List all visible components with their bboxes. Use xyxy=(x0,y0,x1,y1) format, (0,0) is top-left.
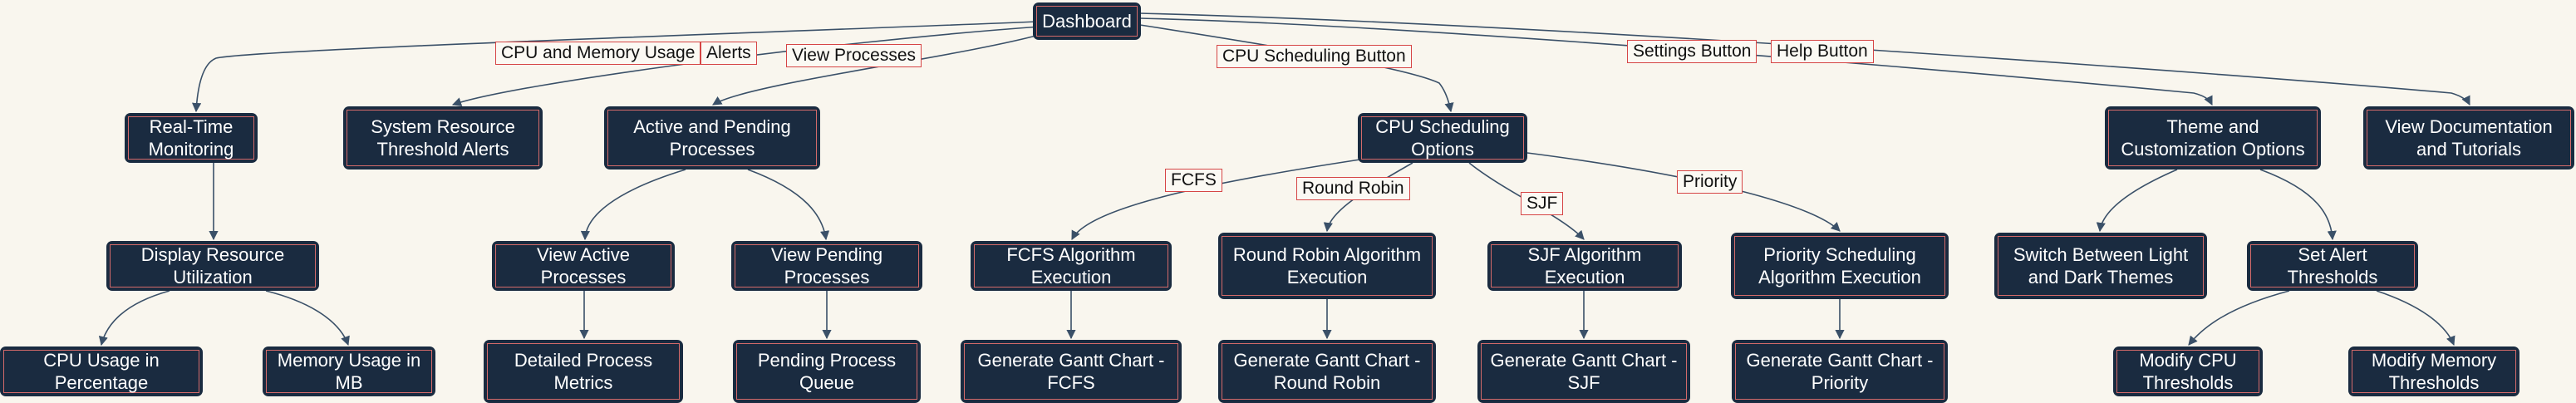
edge-dashboard-docs xyxy=(1139,12,2470,106)
node-detailed-metrics[interactable]: Detailed Process Metrics xyxy=(484,340,683,403)
edge-label-fcfs: FCFS xyxy=(1165,169,1222,192)
node-pending-queue[interactable]: Pending Process Queue xyxy=(733,340,921,403)
node-documentation[interactable]: View Documentation and Tutorials xyxy=(2363,106,2574,170)
edge-display-cpupct xyxy=(98,290,170,346)
node-threshold-alerts[interactable]: System Resource Threshold Alerts xyxy=(343,106,543,170)
node-documentation-label: View Documentation and Tutorials xyxy=(2385,116,2553,160)
node-cpu-scheduling-label: CPU Scheduling Options xyxy=(1375,116,1510,160)
edge-label-help-button: Help Button xyxy=(1771,40,1874,63)
edge-label-cpu-memory-usage: CPU and Memory Usage xyxy=(495,42,701,65)
node-sjf-execution[interactable]: SJF Algorithm Execution xyxy=(1487,241,1682,291)
edge-dashboard-cpusched xyxy=(1139,24,1454,113)
edge-label-cpu-scheduling-button: CPU Scheduling Button xyxy=(1217,45,1412,68)
node-dashboard-label: Dashboard xyxy=(1042,11,1132,32)
node-active-pending-label: Active and Pending Processes xyxy=(633,116,791,160)
edge-label-settings-button: Settings Button xyxy=(1627,40,1757,63)
edge-cpusched-fcfs xyxy=(1071,157,1372,240)
node-sjf-execution-label: SJF Algorithm Execution xyxy=(1527,244,1642,288)
edge-label-round-robin: Round Robin xyxy=(1296,177,1410,200)
node-theme-options-label: Theme and Customization Options xyxy=(2121,116,2305,160)
node-active-pending[interactable]: Active and Pending Processes xyxy=(604,106,820,170)
node-gantt-priority[interactable]: Generate Gantt Chart - Priority xyxy=(1732,340,1948,403)
node-detailed-metrics-label: Detailed Process Metrics xyxy=(514,350,653,393)
node-gantt-rr[interactable]: Generate Gantt Chart - Round Robin xyxy=(1218,340,1436,403)
node-display-utilization-label: Display Resource Utilization xyxy=(140,244,285,288)
node-realtime-monitoring[interactable]: Real-Time Monitoring xyxy=(125,113,258,163)
edge-dashboard-active xyxy=(712,32,1046,106)
node-priority-execution[interactable]: Priority Scheduling Algorithm Execution xyxy=(1731,233,1949,299)
node-gantt-sjf-label: Generate Gantt Chart - SJF xyxy=(1490,350,1678,393)
node-fcfs-execution-label: FCFS Algorithm Execution xyxy=(1006,244,1136,288)
edge-label-priority: Priority xyxy=(1677,170,1743,194)
node-display-utilization[interactable]: Display Resource Utilization xyxy=(106,241,319,291)
edge-label-alerts: Alerts xyxy=(701,42,757,65)
edge-active-viewactive xyxy=(580,169,686,241)
node-modify-cpu-label: Modify CPU Thresholds xyxy=(2139,350,2237,393)
edge-setalert-modcpu xyxy=(2188,290,2290,346)
node-modify-cpu[interactable]: Modify CPU Thresholds xyxy=(2113,346,2263,396)
edge-setalert-modmem xyxy=(2376,290,2456,346)
node-rr-execution[interactable]: Round Robin Algorithm Execution xyxy=(1218,233,1436,299)
node-pending-queue-label: Pending Process Queue xyxy=(757,350,897,393)
node-view-pending[interactable]: View Pending Processes xyxy=(731,241,922,291)
node-switch-theme-label: Switch Between Light and Dark Themes xyxy=(2013,244,2189,288)
node-rr-execution-label: Round Robin Algorithm Execution xyxy=(1232,244,1422,288)
node-set-alert-thresholds-label: Set Alert Thresholds xyxy=(2287,244,2378,288)
edge-label-sjf: SJF xyxy=(1521,192,1564,215)
node-view-pending-label: View Pending Processes xyxy=(770,244,883,288)
node-switch-theme[interactable]: Switch Between Light and Dark Themes xyxy=(1994,233,2207,299)
node-gantt-sjf[interactable]: Generate Gantt Chart - SJF xyxy=(1477,340,1690,403)
node-cpu-percentage-label: CPU Usage in Percentage xyxy=(43,350,160,393)
node-theme-options[interactable]: Theme and Customization Options xyxy=(2105,106,2321,170)
node-threshold-alerts-label: System Resource Threshold Alerts xyxy=(371,116,515,160)
node-view-active[interactable]: View Active Processes xyxy=(492,241,675,291)
edge-cpusched-rr xyxy=(1323,162,1413,233)
node-realtime-monitoring-label: Real-Time Monitoring xyxy=(148,116,234,160)
node-modify-memory[interactable]: Modify Memory Thresholds xyxy=(2348,346,2519,396)
node-cpu-percentage[interactable]: CPU Usage in Percentage xyxy=(0,346,203,396)
node-gantt-fcfs-label: Generate Gantt Chart - FCFS xyxy=(977,350,1165,393)
node-priority-execution-label: Priority Scheduling Algorithm Execution xyxy=(1758,244,1921,288)
node-memory-mb-label: Memory Usage in MB xyxy=(277,350,421,393)
edge-display-memmb xyxy=(265,290,350,346)
node-memory-mb[interactable]: Memory Usage in MB xyxy=(263,346,435,396)
node-view-active-label: View Active Processes xyxy=(536,244,631,288)
node-gantt-rr-label: Generate Gantt Chart - Round Robin xyxy=(1233,350,1421,393)
node-gantt-priority-label: Generate Gantt Chart - Priority xyxy=(1746,350,1934,393)
edge-theme-setalert xyxy=(2259,169,2337,241)
node-gantt-fcfs[interactable]: Generate Gantt Chart - FCFS xyxy=(961,340,1182,403)
node-dashboard[interactable]: Dashboard xyxy=(1033,2,1141,40)
node-cpu-scheduling[interactable]: CPU Scheduling Options xyxy=(1358,113,1527,163)
node-set-alert-thresholds[interactable]: Set Alert Thresholds xyxy=(2247,241,2418,291)
edge-theme-switch xyxy=(2096,169,2178,233)
edge-label-view-processes: View Processes xyxy=(786,44,922,67)
node-modify-memory-label: Modify Memory Thresholds xyxy=(2371,350,2497,393)
edge-dashboard-realtime xyxy=(192,21,1040,113)
node-fcfs-execution[interactable]: FCFS Algorithm Execution xyxy=(971,241,1172,291)
edge-active-viewpending xyxy=(747,169,830,241)
